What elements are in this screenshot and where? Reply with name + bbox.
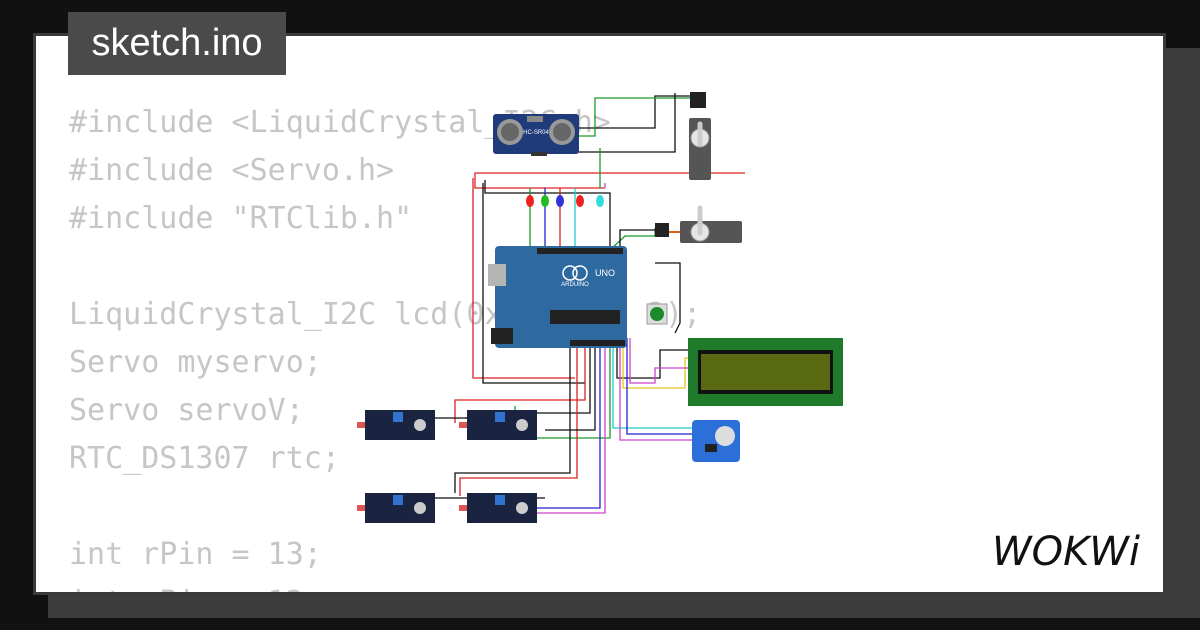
code-line: int rPin = 13; bbox=[69, 537, 322, 572]
logo-text: WOKWi bbox=[992, 529, 1140, 575]
sensor-module-2 bbox=[459, 410, 537, 440]
push-button bbox=[646, 303, 668, 325]
led-blue bbox=[556, 195, 564, 207]
servo-horizontal bbox=[655, 205, 742, 243]
led-green bbox=[541, 195, 549, 207]
board-model: UNO bbox=[595, 268, 615, 278]
circuit-diagram: HC-SR04 ARDUINO UNO bbox=[357, 92, 843, 523]
sensor-module-3 bbox=[357, 493, 435, 523]
sensor-label: HC-SR04 bbox=[523, 130, 549, 136]
code-line: int gPin = 12; bbox=[69, 585, 322, 592]
code-line: Servo myservo; bbox=[69, 345, 322, 380]
code-line: Servo servoV; bbox=[69, 393, 304, 428]
led-cyan bbox=[596, 195, 604, 207]
code-snippet: #include <LiquidCrystal_I2C.h> #include … bbox=[69, 99, 701, 592]
lcd-display bbox=[688, 338, 843, 406]
board-brand: ARDUINO bbox=[561, 282, 589, 288]
code-line: #include "RTClib.h" bbox=[69, 201, 413, 236]
file-tab[interactable]: sketch.ino bbox=[68, 12, 286, 75]
led-red-1 bbox=[526, 195, 534, 207]
servo-vertical bbox=[689, 92, 711, 180]
code-line: RTC_DS1307 rtc; bbox=[69, 441, 340, 476]
sensor-module-4 bbox=[459, 493, 537, 523]
rtc-module bbox=[692, 420, 740, 462]
sensor-module-1 bbox=[357, 410, 435, 440]
arduino-uno-board: ARDUINO UNO bbox=[488, 246, 627, 348]
code-line: #include <Servo.h> bbox=[69, 153, 395, 188]
led-red-2 bbox=[576, 195, 584, 207]
ultrasonic-sensor: HC-SR04 bbox=[493, 114, 579, 156]
wokwi-logo: WOKWi bbox=[992, 529, 1140, 575]
